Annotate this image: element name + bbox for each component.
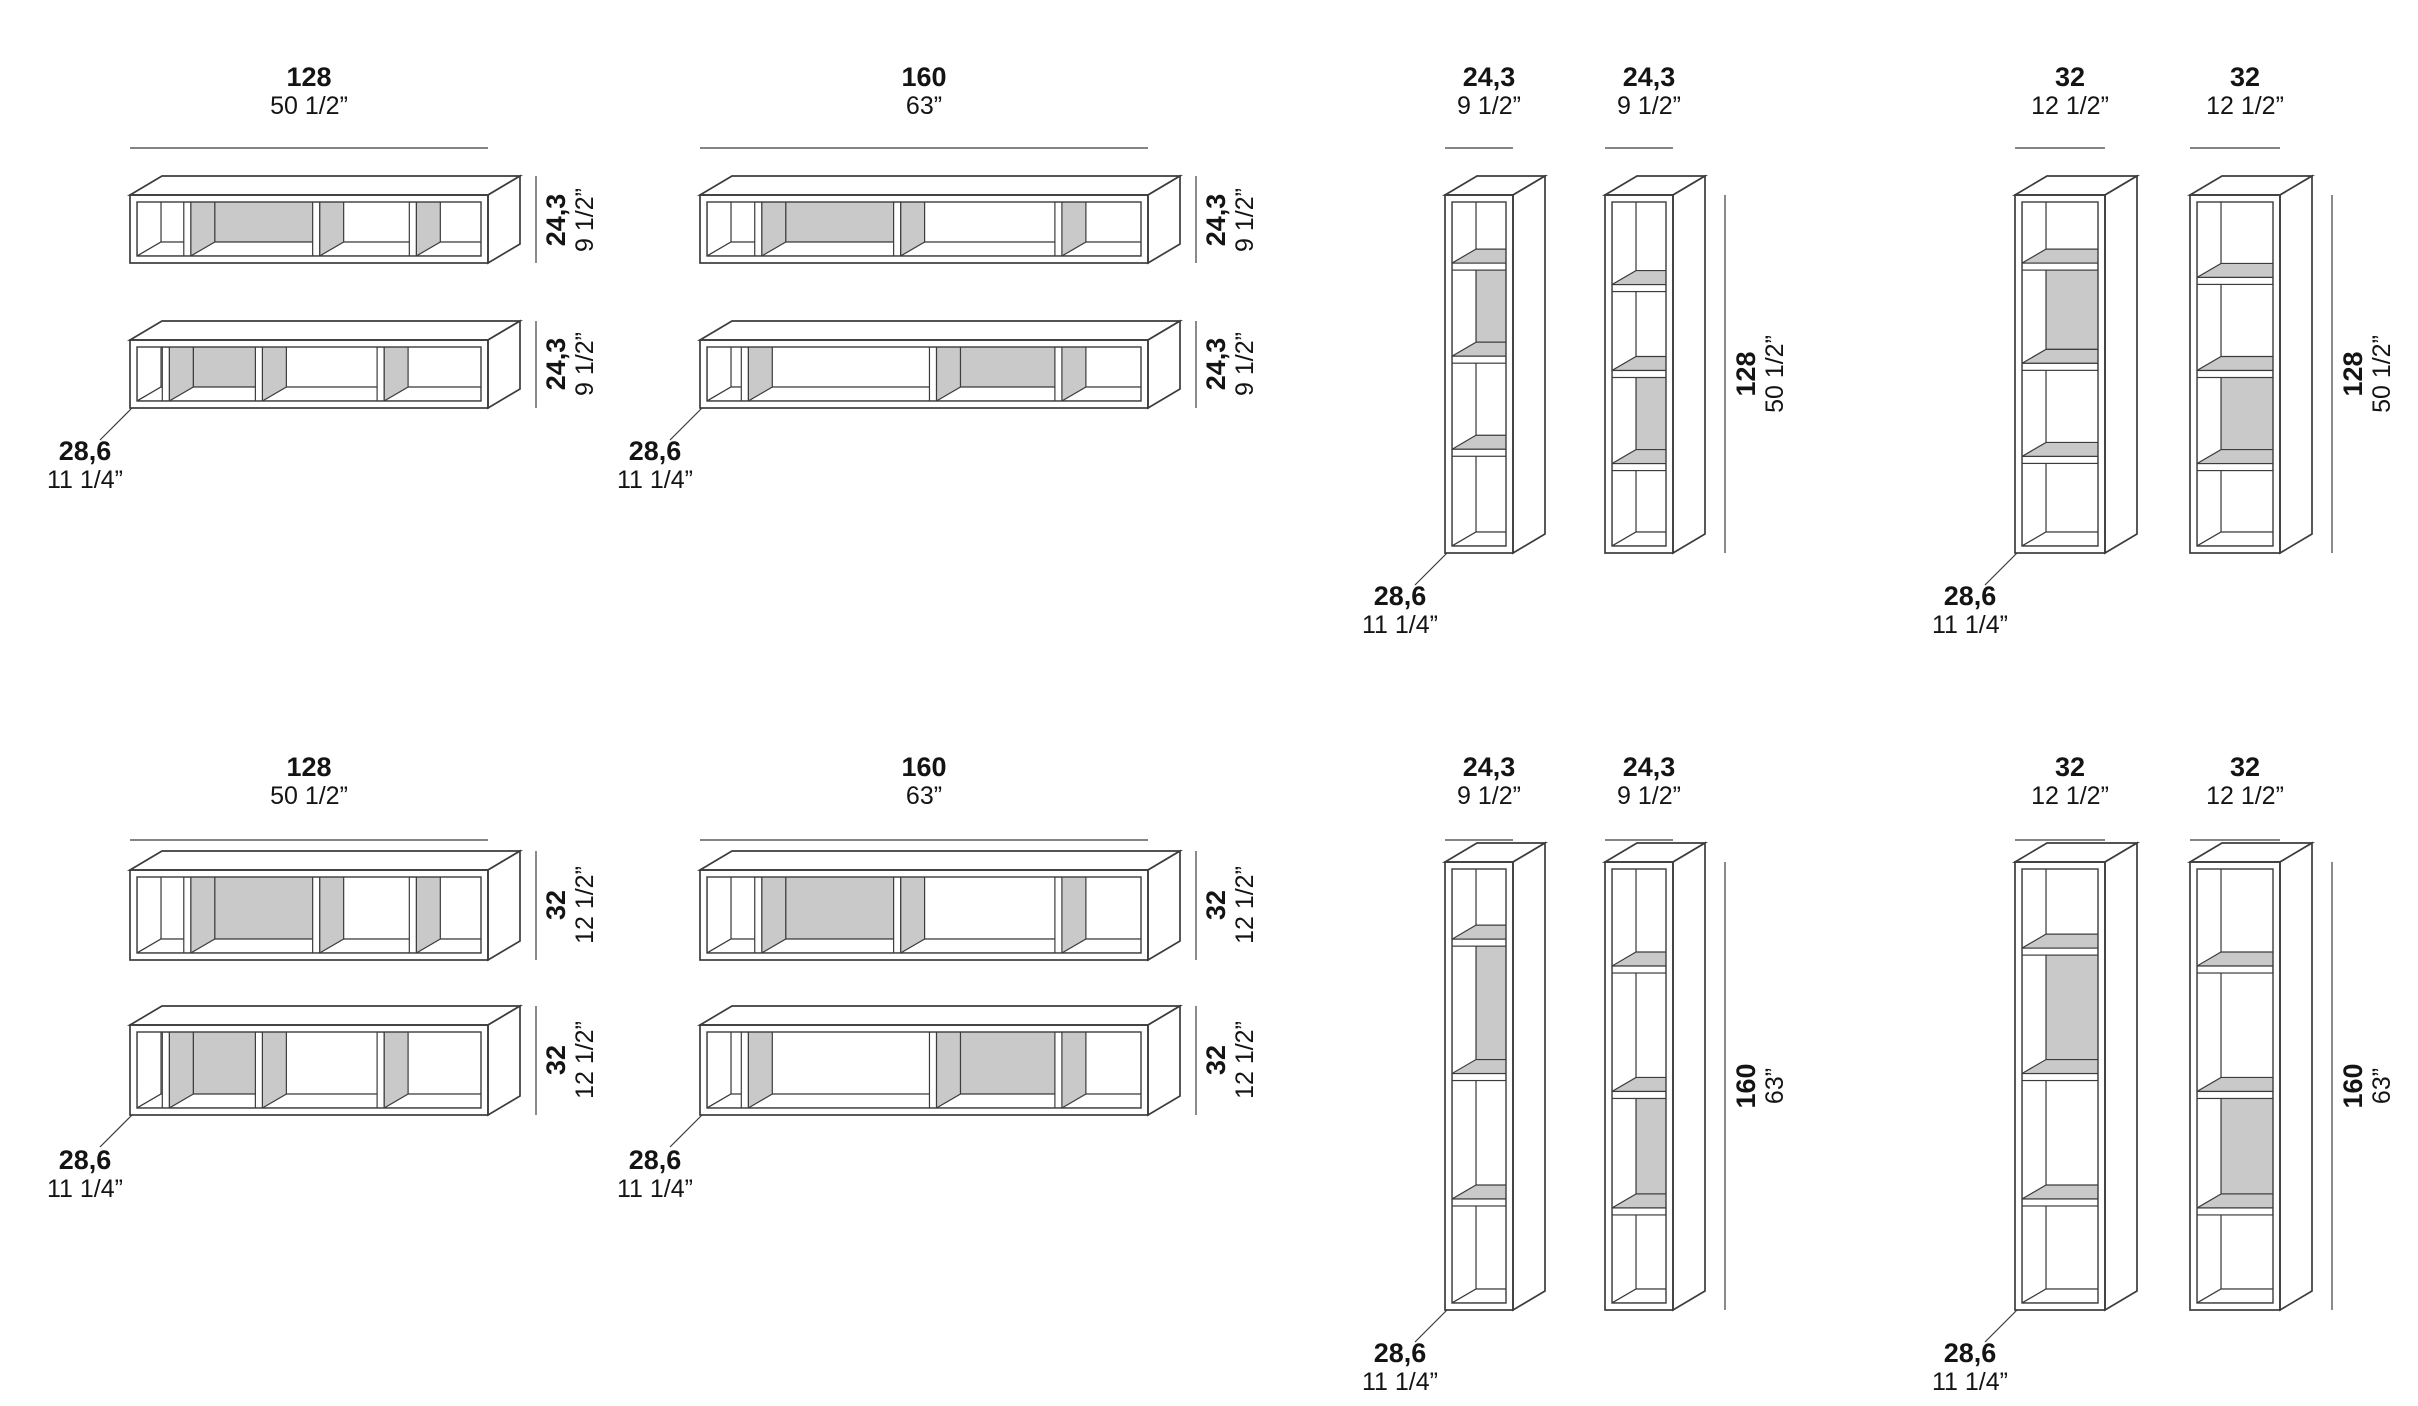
width-cm: 128 xyxy=(286,62,332,92)
depth-label-column-32x160: 28,6 11 1/4” xyxy=(1932,1338,2008,1396)
height-label-column-32x128: 128 50 1/2” xyxy=(2338,335,2396,413)
width-cm: 160 xyxy=(901,752,947,782)
depth-inch: 11 1/4” xyxy=(617,466,693,495)
width-inch: 12 1/2” xyxy=(2206,92,2284,121)
height-inch: 12 1/2” xyxy=(1231,866,1260,944)
width-label-shelf-128x243: 128 50 1/2” xyxy=(270,62,348,120)
width-inch: 9 1/2” xyxy=(1617,782,1681,811)
width-label-column-32x128-a: 32 12 1/2” xyxy=(2031,62,2109,120)
width-inch: 50 1/2” xyxy=(270,782,348,811)
depth-label-shelf-160x243: 28,6 11 1/4” xyxy=(617,436,693,494)
height-cm: 160 xyxy=(2337,1063,2368,1109)
depth-inch: 11 1/4” xyxy=(1932,1368,2008,1397)
height-cm: 24,3 xyxy=(1200,193,1231,247)
width-inch: 50 1/2” xyxy=(270,92,348,121)
width-cm: 32 xyxy=(2229,752,2261,782)
height-cm: 32 xyxy=(540,1044,571,1076)
width-cm: 24,3 xyxy=(1462,62,1516,92)
height-inch: 63” xyxy=(2368,1067,2397,1105)
height-label-column-32x160: 160 63” xyxy=(2338,1063,2396,1108)
height-cm: 128 xyxy=(1730,351,1761,397)
height-label-shelf-128x32-a: 32 12 1/2” xyxy=(541,866,599,944)
height-label-shelf-160x243-a: 24,3 9 1/2” xyxy=(1201,188,1259,252)
height-cm: 32 xyxy=(1200,889,1231,921)
depth-cm: 28,6 xyxy=(1373,581,1427,611)
height-label-shelf-160x243-b: 24,3 9 1/2” xyxy=(1201,332,1259,396)
height-label-shelf-128x32-b: 32 12 1/2” xyxy=(541,1021,599,1099)
width-inch: 12 1/2” xyxy=(2206,782,2284,811)
depth-cm: 28,6 xyxy=(628,1145,682,1175)
width-label-column-32x128-b: 32 12 1/2” xyxy=(2206,62,2284,120)
width-label-column-243x128-a: 24,3 9 1/2” xyxy=(1457,62,1521,120)
width-inch: 63” xyxy=(905,782,943,811)
height-label-shelf-128x243-a: 24,3 9 1/2” xyxy=(541,188,599,252)
depth-inch: 11 1/4” xyxy=(47,1175,123,1204)
depth-label-shelf-160x32: 28,6 11 1/4” xyxy=(617,1145,693,1203)
width-cm: 160 xyxy=(901,62,947,92)
depth-cm: 28,6 xyxy=(58,1145,112,1175)
depth-cm: 28,6 xyxy=(1373,1338,1427,1368)
height-label-column-243x128: 128 50 1/2” xyxy=(1731,335,1789,413)
depth-label-shelf-128x32: 28,6 11 1/4” xyxy=(47,1145,123,1203)
depth-inch: 11 1/4” xyxy=(1932,611,2008,640)
width-label-column-243x160-a: 24,3 9 1/2” xyxy=(1457,752,1521,810)
height-label-column-243x160: 160 63” xyxy=(1731,1063,1789,1108)
height-inch: 12 1/2” xyxy=(571,866,600,944)
height-label-shelf-160x32-a: 32 12 1/2” xyxy=(1201,866,1259,944)
width-label-column-32x160-a: 32 12 1/2” xyxy=(2031,752,2109,810)
depth-label-column-243x128: 28,6 11 1/4” xyxy=(1362,581,1438,639)
depth-cm: 28,6 xyxy=(628,436,682,466)
width-label-shelf-160x32: 160 63” xyxy=(901,752,946,810)
height-inch: 9 1/2” xyxy=(1231,188,1260,252)
width-cm: 32 xyxy=(2229,62,2261,92)
width-inch: 9 1/2” xyxy=(1457,782,1521,811)
height-label-shelf-160x32-b: 32 12 1/2” xyxy=(1201,1021,1259,1099)
height-inch: 63” xyxy=(1761,1067,1790,1105)
depth-inch: 11 1/4” xyxy=(617,1175,693,1204)
height-cm: 24,3 xyxy=(1200,337,1231,391)
width-label-shelf-128x32: 128 50 1/2” xyxy=(270,752,348,810)
height-inch: 9 1/2” xyxy=(571,332,600,396)
height-cm: 128 xyxy=(2337,351,2368,397)
width-label-column-32x160-b: 32 12 1/2” xyxy=(2206,752,2284,810)
height-cm: 160 xyxy=(1730,1063,1761,1109)
depth-inch: 11 1/4” xyxy=(1362,611,1438,640)
depth-cm: 28,6 xyxy=(58,436,112,466)
width-cm: 24,3 xyxy=(1622,752,1676,782)
depth-cm: 28,6 xyxy=(1943,581,1997,611)
height-inch: 50 1/2” xyxy=(1761,335,1790,413)
height-inch: 50 1/2” xyxy=(2368,335,2397,413)
height-label-shelf-128x243-b: 24,3 9 1/2” xyxy=(541,332,599,396)
width-inch: 9 1/2” xyxy=(1617,92,1681,121)
depth-inch: 11 1/4” xyxy=(1362,1368,1438,1397)
depth-inch: 11 1/4” xyxy=(47,466,123,495)
height-inch: 12 1/2” xyxy=(1231,1021,1260,1099)
width-inch: 63” xyxy=(905,92,943,121)
width-cm: 24,3 xyxy=(1462,752,1516,782)
width-label-column-243x160-b: 24,3 9 1/2” xyxy=(1617,752,1681,810)
width-cm: 32 xyxy=(2054,752,2086,782)
width-inch: 12 1/2” xyxy=(2031,92,2109,121)
height-inch: 12 1/2” xyxy=(571,1021,600,1099)
depth-label-shelf-128x243: 28,6 11 1/4” xyxy=(47,436,123,494)
height-inch: 9 1/2” xyxy=(1231,332,1260,396)
height-cm: 24,3 xyxy=(540,337,571,391)
height-inch: 9 1/2” xyxy=(571,188,600,252)
width-inch: 9 1/2” xyxy=(1457,92,1521,121)
depth-label-column-243x160: 28,6 11 1/4” xyxy=(1362,1338,1438,1396)
width-cm: 128 xyxy=(286,752,332,782)
width-label-shelf-160x243: 160 63” xyxy=(901,62,946,120)
height-cm: 32 xyxy=(1200,1044,1231,1076)
width-cm: 24,3 xyxy=(1622,62,1676,92)
width-cm: 32 xyxy=(2054,62,2086,92)
depth-label-column-32x128: 28,6 11 1/4” xyxy=(1932,581,2008,639)
height-cm: 24,3 xyxy=(540,193,571,247)
width-inch: 12 1/2” xyxy=(2031,782,2109,811)
height-cm: 32 xyxy=(540,889,571,921)
width-label-column-243x128-b: 24,3 9 1/2” xyxy=(1617,62,1681,120)
depth-cm: 28,6 xyxy=(1943,1338,1997,1368)
